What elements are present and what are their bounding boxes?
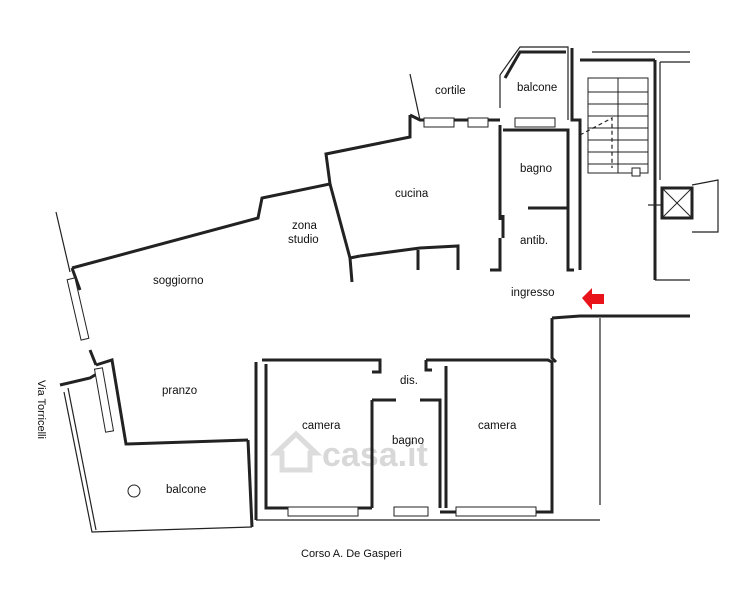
entrance-arrow-icon: [582, 288, 604, 310]
column-icon: [127, 484, 141, 498]
room-ingresso: ingresso: [511, 287, 554, 299]
street-bottom: Corso A. De Gasperi: [301, 548, 402, 560]
room-bagno-bottom: bagno: [392, 435, 424, 447]
room-pranzo: pranzo: [162, 385, 197, 397]
room-zona: zona: [292, 220, 318, 232]
room-camera-right: camera: [478, 420, 517, 432]
elevator-icon: [648, 179, 719, 233]
room-labels: cortile balcone bagno cucina zona studio…: [153, 82, 557, 496]
room-dis: dis.: [400, 375, 418, 387]
watermark: casa.it: [269, 430, 428, 474]
room-cortile: cortile: [435, 85, 466, 97]
room-soggiorno: soggiorno: [153, 275, 204, 287]
room-balcone-bottom: balcone: [166, 484, 206, 496]
street-side: Via Torricelli: [35, 380, 47, 439]
stairs: [579, 77, 649, 177]
room-balcone-top: balcone: [517, 82, 557, 94]
room-bagno-top: bagno: [520, 163, 552, 175]
walls: [55, 46, 719, 533]
house-icon: [269, 430, 323, 473]
room-studio: studio: [288, 234, 319, 246]
room-cucina: cucina: [395, 188, 429, 200]
room-camera-left: camera: [302, 420, 341, 432]
room-antib: antib.: [520, 235, 548, 247]
watermark-text: casa.it: [322, 436, 428, 474]
